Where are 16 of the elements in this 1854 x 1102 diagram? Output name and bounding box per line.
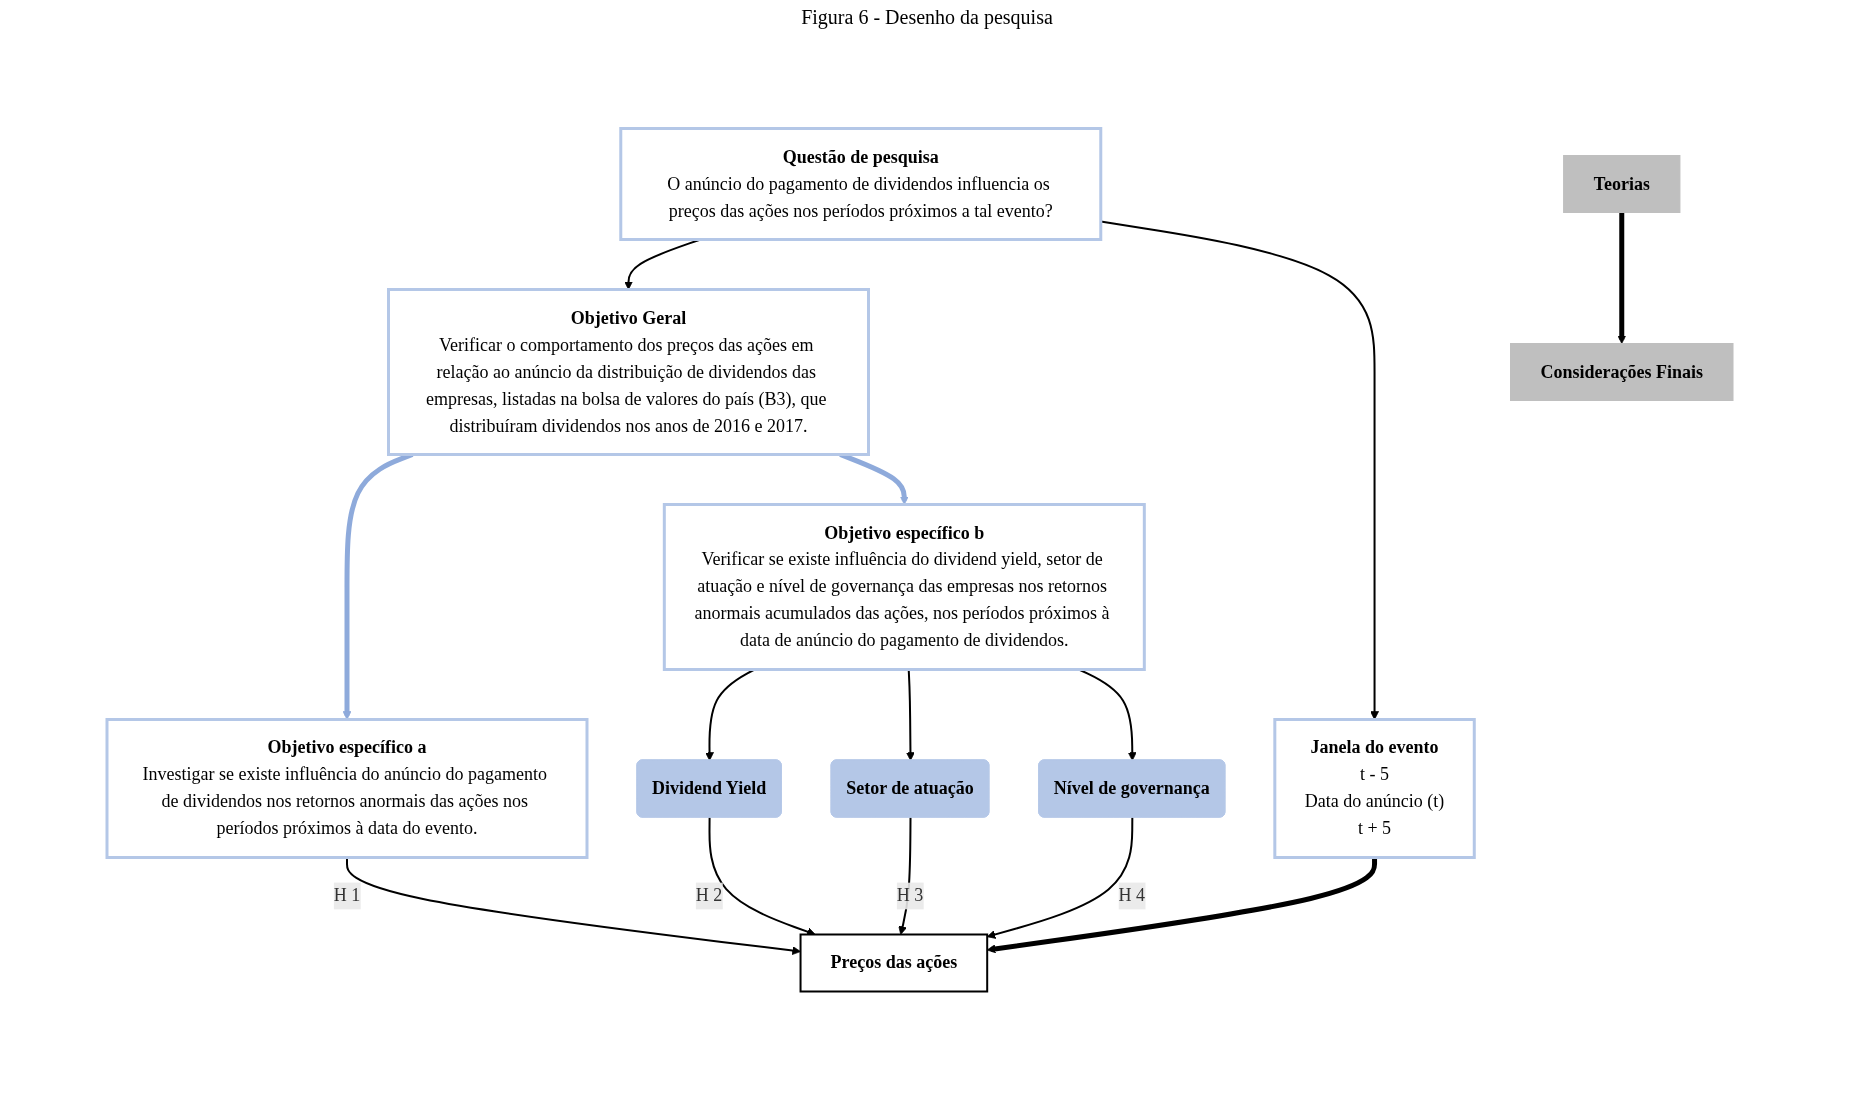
node-box: Objetivo Geral Verificar o comportamento dos preços das ações em relação ao anúncio da distribuição de dividendos das empresas, listadas na bolsa de valores do país (B3), que distribuíram dividendos nos anos de 2016 e 2017.	[387, 288, 870, 456]
figure-title: Figura 6 - Desenho da pesquisa	[800, 6, 1054, 29]
node-box: Objetivo específico b Verificar se existe influência do dividend yield, setor de atuação e nível de governança das empresas nos retornos anormais acumulados das ações, nos períodos próximos à data de anúncio do pagamento de dividendos.	[662, 503, 1146, 671]
node-box: Teorias	[1563, 155, 1681, 213]
edge-label: H 1	[333, 885, 361, 906]
node-box: Preços das ações	[799, 933, 989, 993]
edge-label: H 3	[896, 885, 924, 906]
node-box: Janela do evento t - 5 Data do anúncio (t) t + 5	[1273, 718, 1476, 859]
node-box: Considerações Finais	[1510, 343, 1734, 401]
arrow	[1617, 212, 1627, 344]
edge-label: H 2	[695, 885, 723, 906]
node-box: Objetivo específico a Investigar se existe influência do anúncio do pagamento de dividendos nos retornos anormais das ações nos períodos próximos à data do evento.	[105, 718, 589, 859]
node-box: Questão de pesquisa O anúncio do pagamento de dividendos influencia os preços das ações nos períodos próximos a tal evento?	[619, 127, 1103, 241]
arrow	[708, 816, 816, 936]
edge-label: H 4	[1118, 885, 1146, 906]
arrow	[986, 816, 1134, 939]
